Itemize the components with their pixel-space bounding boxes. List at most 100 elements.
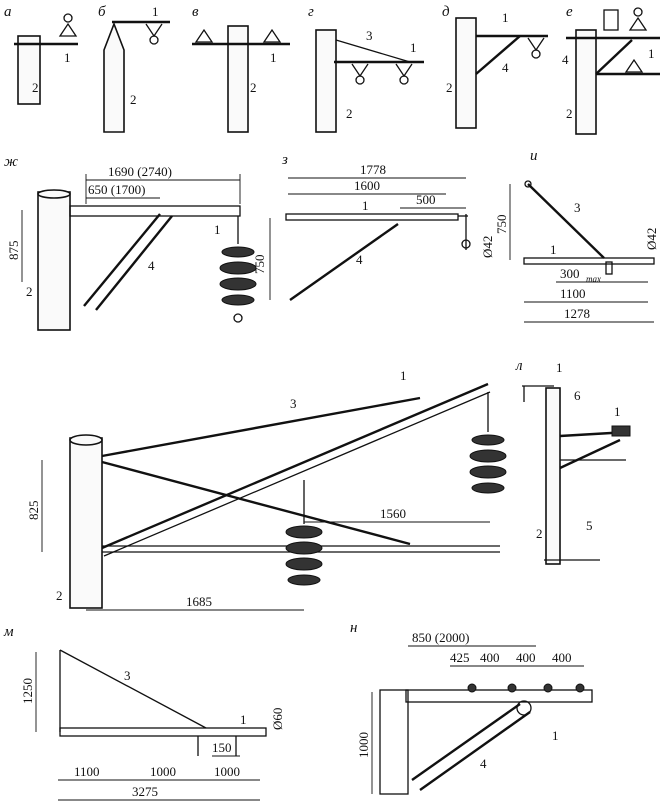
bracket-bar <box>103 391 491 557</box>
callout: 4 <box>502 60 509 75</box>
panel-m: м 1250 Ø60 150 1100 1000 1000 3275 3 1 <box>3 624 285 801</box>
dim-label: 1100 <box>560 286 586 301</box>
insulator-icon <box>531 49 541 59</box>
dim-label: 1560 <box>380 506 406 521</box>
insulator-icon <box>63 13 73 23</box>
insulator-string-icon <box>469 392 507 494</box>
dim-label: 1000 <box>214 764 240 779</box>
cross-rod <box>101 460 411 546</box>
panel-letter: и <box>530 148 538 164</box>
insulator-icon <box>633 7 643 17</box>
dim-label: 1278 <box>564 306 590 321</box>
callout: 2 <box>536 526 543 541</box>
bracket-bar <box>59 727 267 737</box>
panel-letter: ж <box>4 154 18 170</box>
bracket-bar <box>405 689 593 703</box>
dim-label: 1690 (2740) <box>108 164 172 179</box>
bracket-bar <box>285 213 459 221</box>
panel-letter: г <box>308 4 314 20</box>
hook <box>461 239 471 249</box>
strut <box>475 35 521 75</box>
callout: 2 <box>32 80 39 95</box>
dim-label: 850 (2000) <box>412 630 469 645</box>
insulator-icon <box>58 22 78 37</box>
dim-label: 1250 <box>20 678 35 704</box>
dim-label: 150 <box>212 740 232 755</box>
joint <box>516 700 532 716</box>
tie-rod <box>335 39 411 63</box>
callout: 4 <box>480 756 487 771</box>
insulator-icon <box>149 35 159 45</box>
dim-label: 500 <box>416 192 436 207</box>
dim-label: max <box>586 274 601 284</box>
insulator-string-icon <box>219 216 257 323</box>
callout: 5 <box>586 518 593 533</box>
dim-label: 650 (1700) <box>88 182 145 197</box>
insulator-icon <box>351 63 369 78</box>
callout: 4 <box>356 252 363 267</box>
panel-letter: н <box>350 620 357 636</box>
pole-top <box>37 189 71 199</box>
callout: 2 <box>566 106 573 121</box>
tie-rod <box>59 649 207 729</box>
dim-label: 750 <box>494 215 509 235</box>
callout: 3 <box>290 396 297 411</box>
panel-letter: м <box>3 624 14 640</box>
panel-letter: а <box>4 4 12 20</box>
clamp <box>605 261 613 275</box>
callout: 2 <box>446 80 453 95</box>
strut <box>559 438 621 470</box>
bracket-bar <box>523 257 655 265</box>
dim-label: 300 <box>560 266 580 281</box>
dim-label: 400 <box>480 650 500 665</box>
insulator-string-icon <box>285 480 323 586</box>
strut <box>595 39 633 75</box>
strut <box>289 223 399 301</box>
panel-a: а 1 2 <box>4 4 78 105</box>
callout: 2 <box>346 106 353 121</box>
dim-label: 1100 <box>74 764 100 779</box>
dim-label: Ø42 <box>480 236 495 258</box>
tie-anchor <box>524 180 532 188</box>
dim-label: 400 <box>552 650 572 665</box>
dim-label: 1000 <box>356 732 371 758</box>
dim-label: 400 <box>516 650 536 665</box>
callout: 1 <box>556 360 563 375</box>
callout: 6 <box>574 388 581 403</box>
callout: 1 <box>240 712 247 727</box>
strut <box>411 703 521 781</box>
bracket-bar <box>69 205 241 217</box>
panel-g: г 3 1 2 <box>308 4 424 133</box>
insulator-icon <box>527 37 545 52</box>
insulator-icon <box>395 63 413 78</box>
callout: 2 <box>250 80 257 95</box>
insulator-icon <box>628 16 648 31</box>
pole <box>227 25 249 133</box>
dim-label: 1685 <box>186 594 212 609</box>
callout: 1 <box>152 4 159 19</box>
insulator-icon <box>145 23 163 38</box>
callout: 1 <box>648 46 655 61</box>
pole-top <box>69 434 103 446</box>
bracket-bar <box>101 382 489 550</box>
panel-letter: л <box>515 358 523 374</box>
insulator-icon <box>624 58 644 73</box>
insulator-icon <box>399 75 409 85</box>
tie-rod <box>527 183 605 259</box>
callout: 1 <box>502 10 509 25</box>
panel-v: в 1 2 <box>192 4 290 133</box>
callout: 1 <box>614 404 621 419</box>
callout: 3 <box>366 28 373 43</box>
callout: 4 <box>562 52 569 67</box>
dim-label: Ø60 <box>270 708 285 730</box>
panel-n: н 850 (2000) 425 400 400 400 1000 1 4 <box>350 620 593 795</box>
dim-label: 875 <box>6 241 21 261</box>
insulator-icon <box>262 28 282 43</box>
callout: 1 <box>64 50 71 65</box>
dim-label: 750 <box>252 255 267 275</box>
panel-e: е 1 4 2 <box>562 4 660 135</box>
insulator-icon <box>355 75 365 85</box>
pole <box>315 29 337 133</box>
panel-z: з 1778 1600 500 750 Ø42 1 4 <box>252 152 495 301</box>
